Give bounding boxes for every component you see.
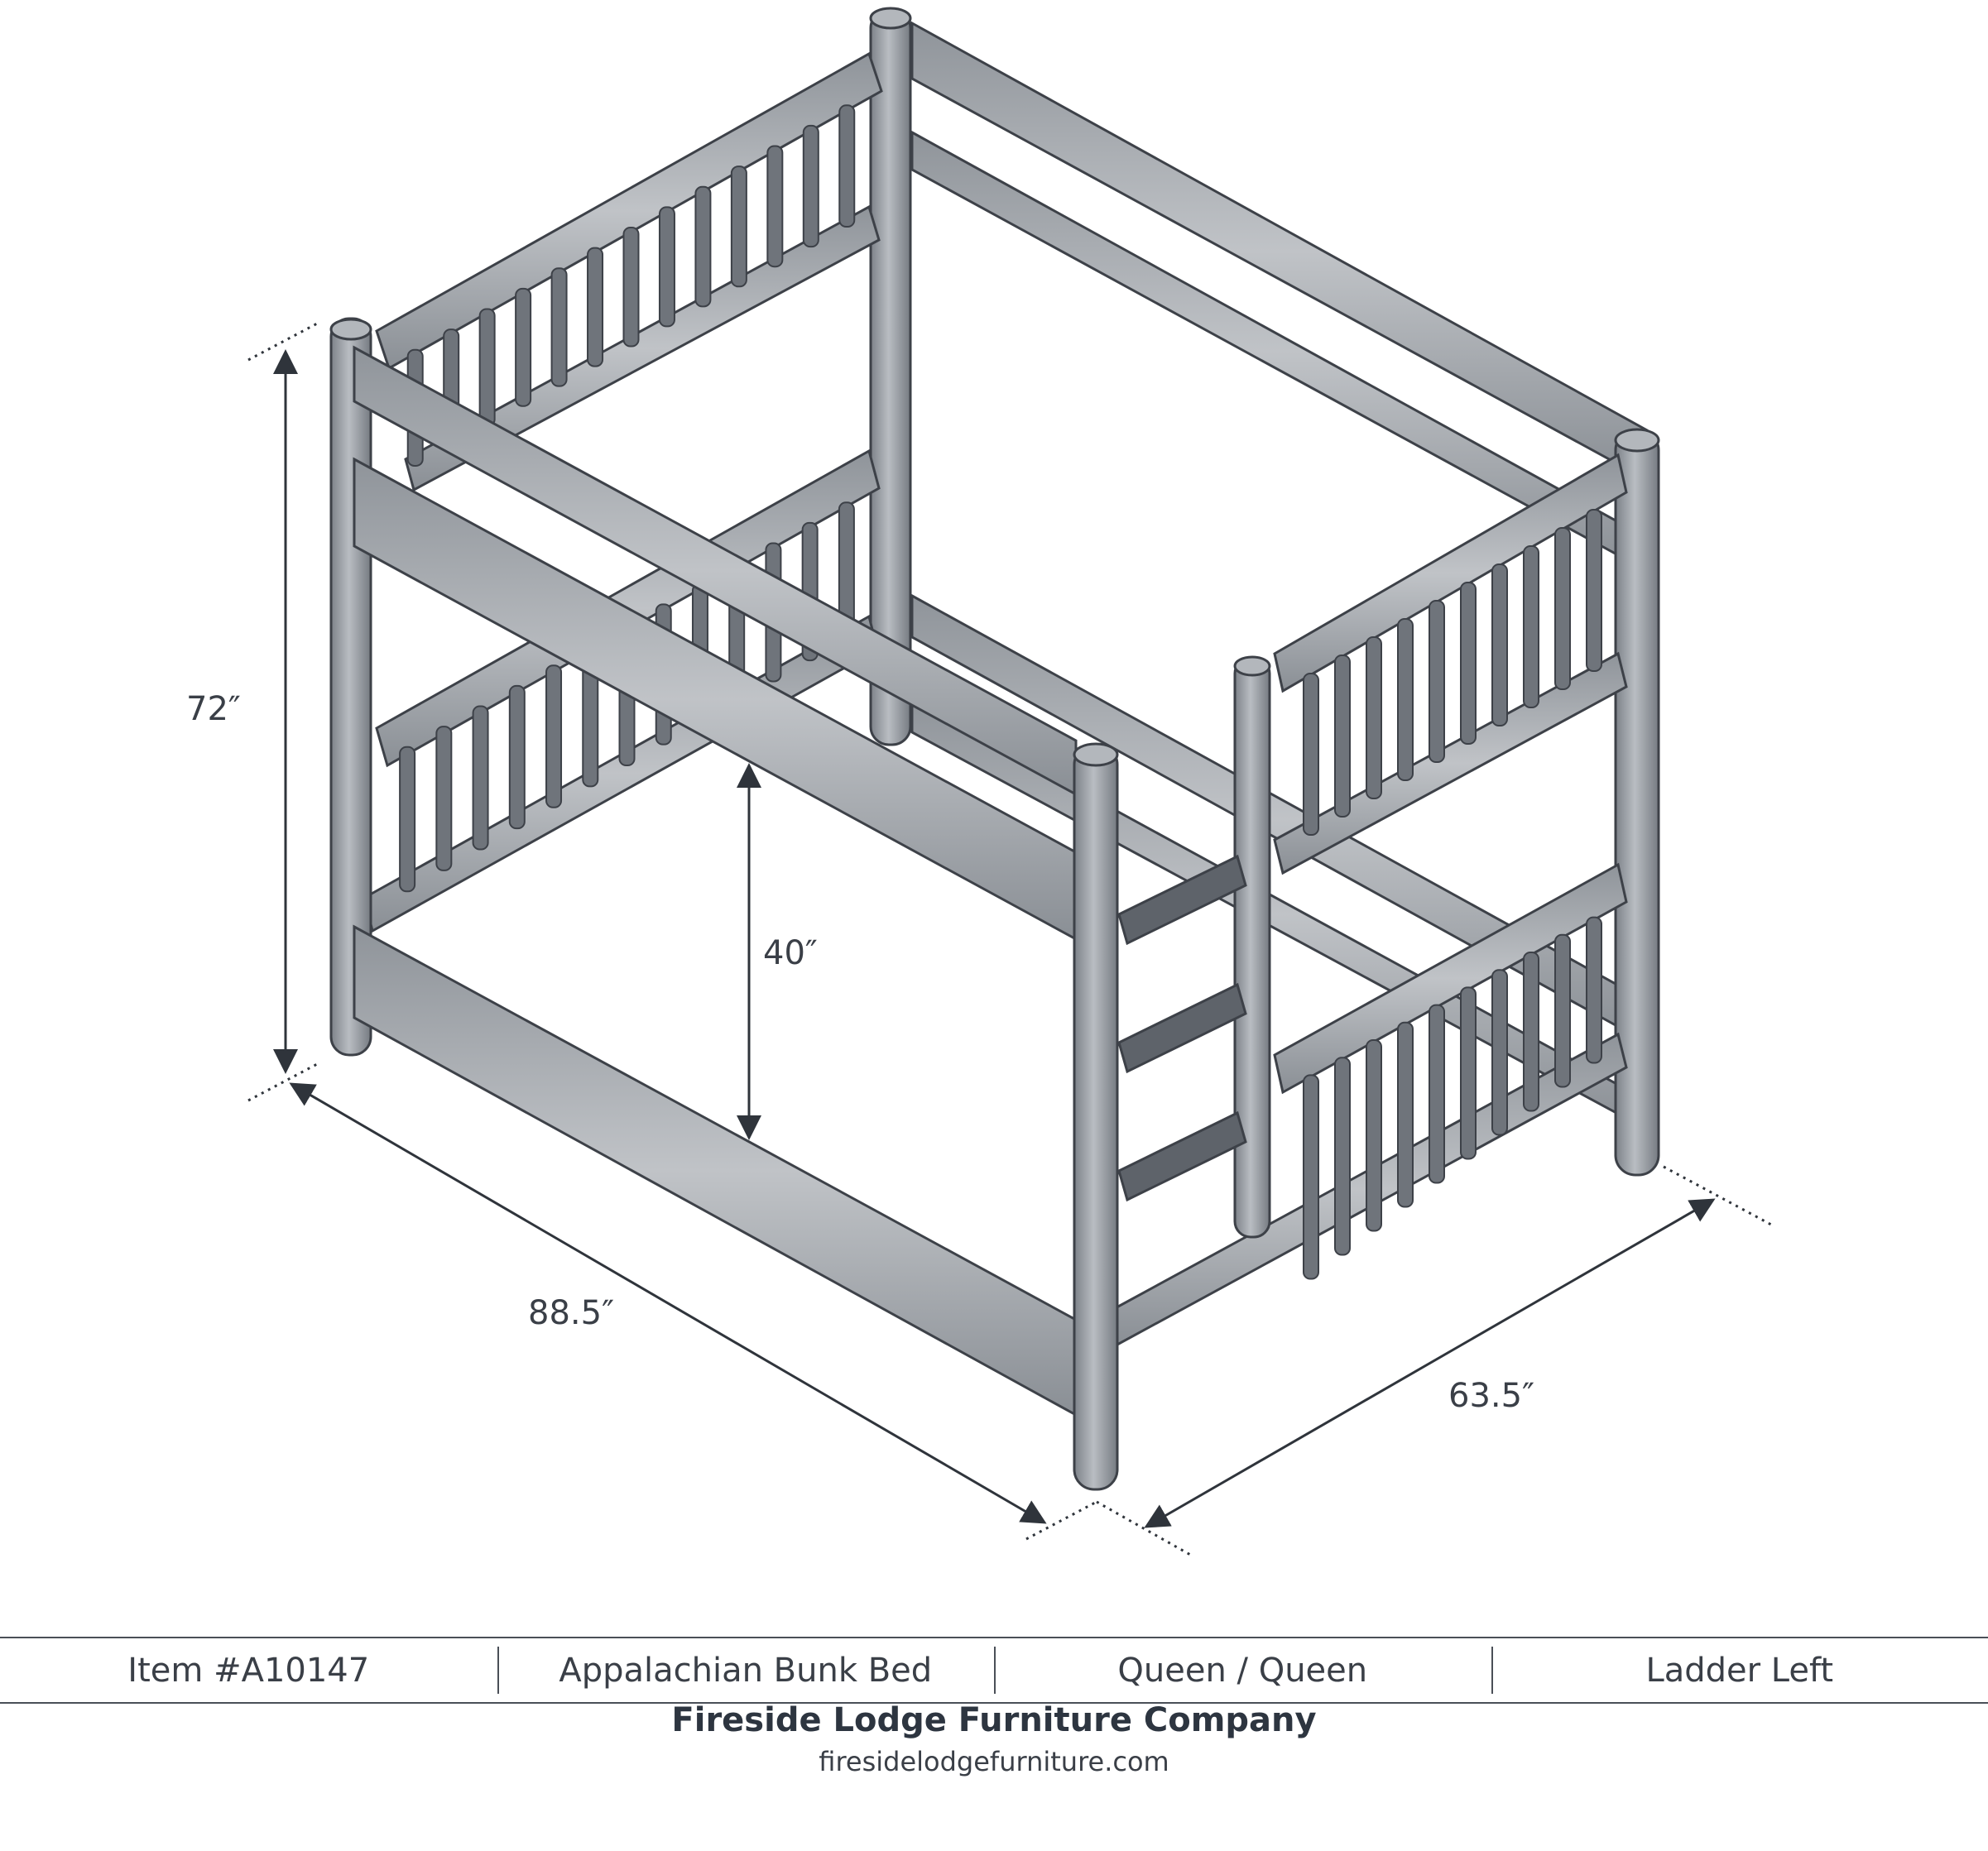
length-dimension-line [289,1082,1047,1524]
spindle [1303,673,1319,836]
headboard-spindles-upper [406,104,856,467]
spindle [1554,527,1571,690]
spindle [1523,952,1539,1112]
spindle [1397,618,1414,781]
ladder [1117,655,1271,1239]
spindle [1366,636,1382,799]
front-right-post [1073,743,1119,1491]
ladder-rung-2 [1117,982,1247,1074]
spindle [1586,916,1602,1064]
front-lower-rail [353,924,1078,1417]
spindle [508,684,526,830]
length-dimension-label: 88.5″ [528,1294,614,1332]
spindle [1523,545,1539,708]
spindle [550,267,568,387]
spindle [1397,1021,1414,1208]
spindle [1303,1074,1319,1280]
spindle [730,165,747,288]
spindle [658,206,675,328]
footboard-spindles-upper [1303,509,1602,836]
spindle [622,227,640,348]
spindle [1429,600,1445,763]
bunk-bed-drawing: 72″ 40″ 88.5″ 63.5″ [186,7,1772,1557]
spindle [1460,582,1477,745]
width-dimension-label: 63.5″ [1448,1377,1534,1415]
product-name: Appalachian Bunk Bed [497,1638,995,1702]
spindle [1586,509,1602,672]
company-website: firesidelodgefurniture.com [819,1746,1169,1777]
ladder-rung-3 [1117,1110,1247,1202]
spindle [1491,969,1508,1136]
height-dimension-label: 72″ [186,690,241,728]
ladder-position: Ladder Left [1491,1638,1988,1702]
front-frame [329,317,1119,1491]
spindle [1554,933,1571,1088]
ladder-rail [1233,656,1271,1239]
ladder-rung-1 [1117,854,1247,946]
spindle [1460,986,1477,1160]
spindle [1366,1039,1382,1232]
spindle [515,287,532,407]
item-number: Item #A10147 [127,1651,370,1690]
spindle [435,726,453,871]
back-top-rail [910,21,1649,482]
dimension-lines [247,321,1772,1557]
spindle [399,746,416,893]
spindle [472,705,489,851]
width-dimension-line [1144,1198,1716,1528]
spindle [802,124,819,248]
product-info-bar: Item #A10147 Appalachian Bunk Bed Queen … [0,1637,1988,1704]
spindle [1429,1004,1445,1184]
spindle [587,247,604,367]
spindle [766,145,784,268]
spindle [1491,563,1508,726]
company-name: Fireside Lodge Furniture Company [671,1701,1317,1739]
clearance-dimension-label: 40″ [763,934,818,972]
spindle [694,185,712,308]
spindle [1334,1057,1351,1256]
bed-size: Queen / Queen [994,1638,1491,1702]
spindle [545,664,563,808]
spindle [838,104,856,228]
spindle [1334,655,1351,818]
spindle [478,308,496,427]
